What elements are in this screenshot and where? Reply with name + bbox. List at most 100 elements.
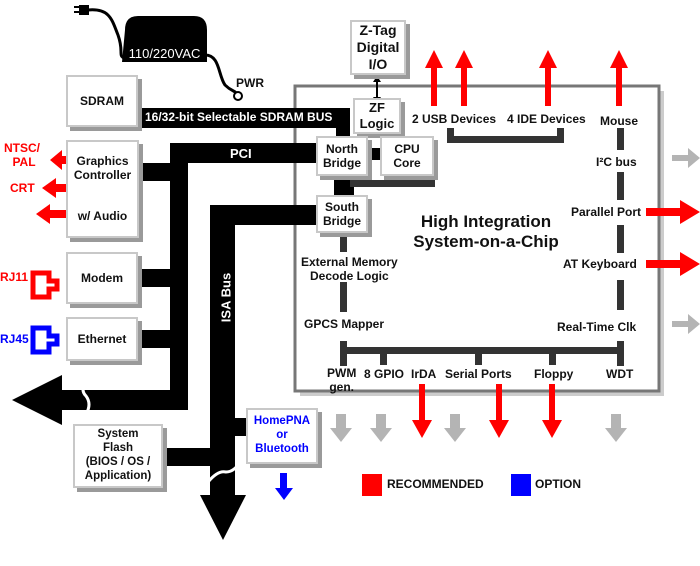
cpu-label-1: CPU bbox=[394, 141, 420, 156]
rj11-icon bbox=[30, 270, 60, 300]
left-bus-seg bbox=[340, 232, 347, 252]
modem-box: Modem bbox=[66, 252, 138, 304]
sdram-bus-drop bbox=[336, 108, 350, 140]
flash-label-3: (BIOS / OS / bbox=[85, 456, 151, 468]
cpu-core-box: CPU Core bbox=[380, 136, 434, 176]
ntsc-label: NTSC/PAL bbox=[4, 141, 40, 169]
south-label-1: South bbox=[325, 199, 359, 214]
gpcs-mapper-label: GPCS Mapper bbox=[304, 317, 385, 331]
flash-label-1: System bbox=[97, 428, 139, 441]
wdt-label: WDT bbox=[606, 367, 634, 381]
isa-to-homepna bbox=[230, 418, 250, 436]
modem-label: Modem bbox=[81, 270, 123, 285]
zf-logic-box: ZF Logic bbox=[353, 98, 401, 134]
graphics-label-2: Controller bbox=[73, 168, 132, 183]
isa-bus-label: ISA Bus bbox=[218, 272, 234, 323]
pci-break-mark bbox=[81, 381, 91, 415]
legend-option-swatch bbox=[511, 474, 531, 496]
isa-to-flash bbox=[158, 448, 218, 466]
rtc-label: Real-Time Clk bbox=[557, 320, 637, 334]
graphics-label-3: w/ Audio bbox=[77, 208, 128, 223]
sdram-bus bbox=[138, 108, 350, 128]
sdram-bus-label: 16/32-bit Selectable SDRAM BUS bbox=[145, 110, 333, 124]
serial-ports-label: Serial Ports bbox=[445, 367, 512, 381]
usb-ide-mouse-arrows bbox=[425, 50, 628, 106]
north-label-1: North bbox=[326, 141, 358, 156]
homepna-arrow bbox=[275, 473, 293, 500]
rj45-label: RJ45 bbox=[0, 332, 29, 346]
homepna-box: HomePNA or Bluetooth bbox=[246, 408, 318, 464]
i2c-rtc-arrows bbox=[672, 148, 700, 334]
parallel-keyboard-arrows bbox=[646, 200, 700, 276]
gpio-label: 8 GPIO bbox=[364, 367, 405, 381]
power-cord bbox=[87, 8, 125, 60]
south-bridge-box: South Bridge bbox=[316, 195, 368, 233]
north-south-link bbox=[334, 175, 354, 199]
ztag-label-2: Digital bbox=[356, 39, 400, 56]
at-keyboard-label: AT Keyboard bbox=[563, 257, 637, 271]
pci-extension bbox=[60, 390, 188, 410]
ide-label: 4 IDE Devices bbox=[507, 112, 586, 126]
sdram-box: SDRAM bbox=[66, 75, 138, 127]
ethernet-label: Ethernet bbox=[77, 331, 127, 346]
graphics-output-arrows bbox=[36, 150, 66, 224]
floppy-label: Floppy bbox=[534, 367, 574, 381]
flash-label-4: Application) bbox=[84, 469, 152, 482]
rj45-icon bbox=[30, 325, 60, 355]
pwr-label: PWR bbox=[236, 76, 264, 90]
legend-option-label: OPTION bbox=[535, 477, 582, 491]
north-bridge-box: North Bridge bbox=[316, 136, 368, 176]
pci-out-arrow bbox=[12, 375, 62, 425]
ztag-label-1: Z-Tag bbox=[359, 22, 397, 39]
power-adapter-label: 110/220VAC bbox=[128, 46, 201, 61]
parallel-port-label: Parallel Port bbox=[571, 205, 642, 219]
rj11-label: RJ11 bbox=[0, 270, 29, 284]
ethernet-box: Ethernet bbox=[66, 317, 138, 361]
graphics-label-1: Graphics bbox=[76, 154, 129, 168]
mouse-label: Mouse bbox=[600, 114, 639, 128]
right-bus-seg bbox=[617, 128, 624, 150]
irda-label: IrDA bbox=[411, 367, 437, 381]
usb-label: 2 USB Devices bbox=[412, 112, 497, 126]
power-jack-icon bbox=[233, 91, 243, 101]
soc-title-2: System-on-a-Chip bbox=[413, 232, 559, 252]
north-cpu-link bbox=[368, 148, 380, 160]
homepna-label-2: or bbox=[276, 429, 288, 442]
flash-label-2: Flash bbox=[102, 442, 134, 455]
power-adapter bbox=[122, 16, 207, 62]
pci-to-modem bbox=[138, 269, 178, 287]
south-label-2: Bridge bbox=[322, 214, 361, 228]
isa-break-mark bbox=[206, 461, 242, 483]
legend-recommended-label: RECOMMENDED bbox=[387, 477, 484, 491]
pci-to-graphics bbox=[138, 163, 178, 181]
zf-label-2: Logic bbox=[359, 116, 395, 131]
power-plug-icon bbox=[74, 5, 89, 15]
homepna-label-3: Bluetooth bbox=[255, 442, 309, 455]
soc-title-1: High Integration bbox=[420, 212, 552, 231]
usb-ide-bus bbox=[447, 136, 564, 143]
pci-label: PCI bbox=[230, 146, 252, 161]
isa-out-arrow bbox=[200, 495, 246, 540]
pwm-gpio-serial-wdt-arrows bbox=[330, 414, 627, 442]
pci-to-ethernet bbox=[138, 330, 178, 348]
north-to-ide-bus bbox=[350, 180, 435, 187]
irda-serial-floppy-arrows bbox=[412, 384, 562, 438]
soc-title: High Integration System-on-a-Chip bbox=[396, 212, 576, 253]
isa-bus-vertical bbox=[210, 205, 235, 495]
north-label-2: Bridge bbox=[322, 156, 361, 170]
crt-label: CRT bbox=[10, 181, 35, 195]
i2c-label: I²C bus bbox=[596, 155, 637, 169]
power-lead bbox=[204, 53, 240, 96]
sdram-label: SDRAM bbox=[80, 93, 124, 108]
isa-bus bbox=[210, 205, 320, 225]
cpu-label-2: Core bbox=[393, 156, 421, 170]
graphics-controller-box: Graphics Controller w/ Audio bbox=[66, 140, 139, 238]
ztag-box: Z-Tag Digital I/O bbox=[350, 20, 406, 75]
ztag-label-3: I/O bbox=[368, 55, 388, 72]
legend-recommended-swatch bbox=[362, 474, 382, 496]
zf-label-1: ZF bbox=[369, 100, 385, 116]
homepna-label-1: HomePNA bbox=[253, 415, 311, 428]
system-flash-box: System Flash (BIOS / OS / Application) bbox=[73, 424, 163, 488]
